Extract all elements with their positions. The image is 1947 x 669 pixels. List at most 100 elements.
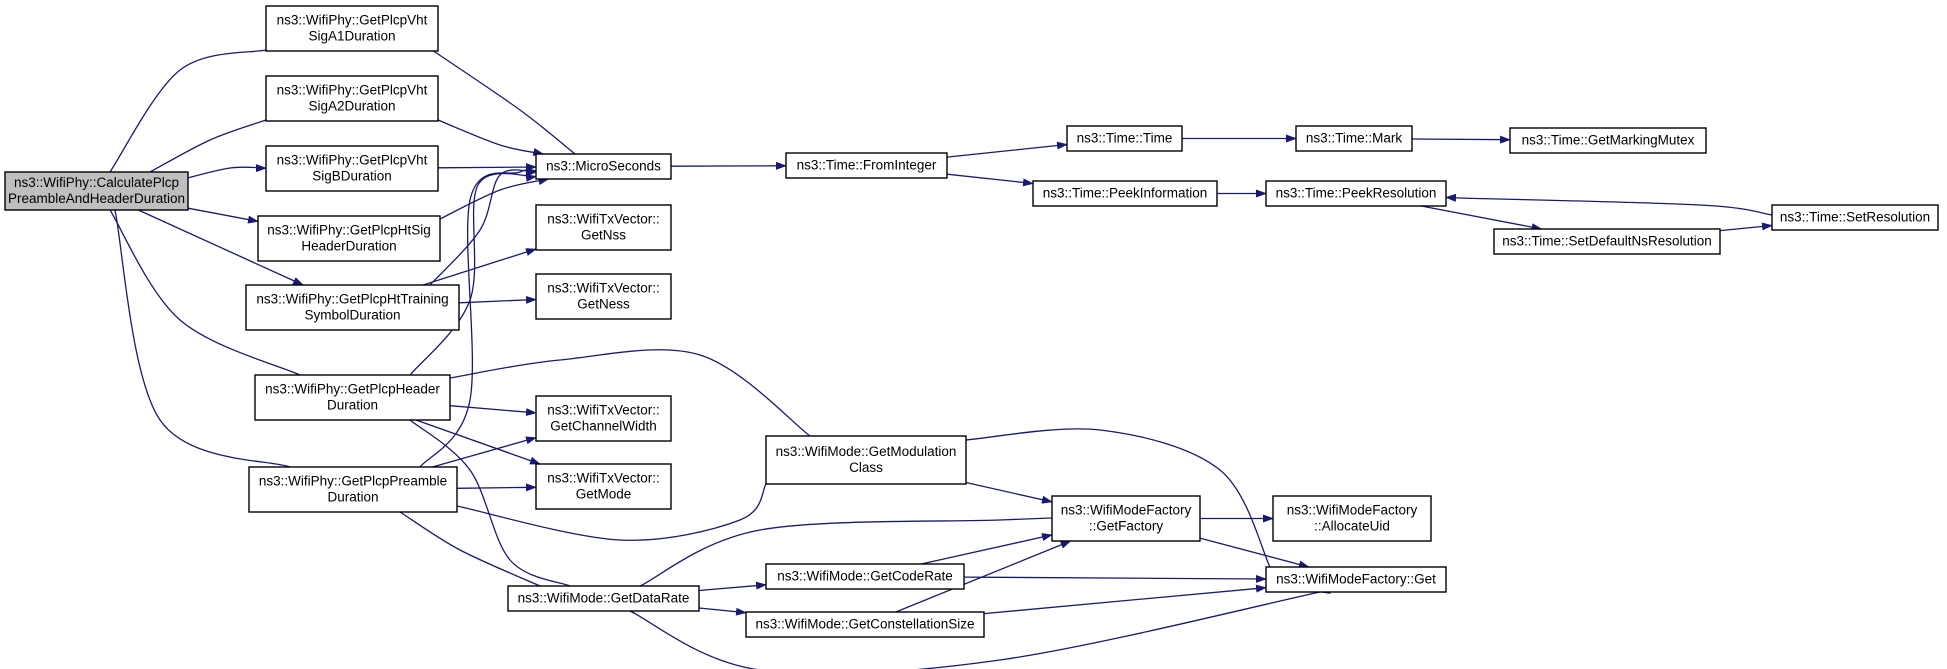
node-label-line: ns3::WifiPhy::CalculatePlcp <box>14 175 179 190</box>
edge-setdefns-to-setres <box>1719 222 1773 232</box>
edge-vhtb-to-micro <box>437 163 537 172</box>
node-box <box>1493 228 1721 255</box>
node-time[interactable]: ns3::Time::Time <box>1066 125 1183 152</box>
node-box <box>245 284 460 331</box>
node-box <box>785 152 948 179</box>
node-box <box>535 153 672 180</box>
node-box <box>1265 566 1447 593</box>
edge-httrain-to-nss <box>422 248 537 286</box>
node-label-line: ::AllocateUid <box>1314 519 1390 534</box>
node-label-line: ns3::WifiPhy::GetPlcpPreamble <box>259 474 447 489</box>
node-fromint[interactable]: ns3::Time::FromInteger <box>785 152 948 179</box>
node-box <box>1509 127 1707 154</box>
node-label-line: SigA1Duration <box>308 29 395 44</box>
node-box <box>765 435 967 485</box>
node-label-line: ns3::WifiTxVector:: <box>547 471 660 486</box>
edge-datarate-to-coderate <box>698 581 767 592</box>
node-box <box>1066 125 1183 152</box>
edge-getfactory-to-factoryget <box>1199 537 1310 569</box>
node-alloc[interactable]: ns3::WifiModeFactory::AllocateUid <box>1272 495 1432 542</box>
node-box <box>507 585 700 612</box>
edge-fromint-to-time <box>946 141 1068 158</box>
node-box <box>765 563 965 590</box>
node-label-line: GetChannelWidth <box>550 419 657 434</box>
node-box <box>535 395 672 442</box>
node-label-line: SigBDuration <box>312 169 392 184</box>
node-label-line: ns3::Time::FromInteger <box>797 158 937 173</box>
node-box <box>265 145 439 192</box>
node-mode[interactable]: ns3::WifiTxVector::GetMode <box>535 463 672 510</box>
node-label-line: ns3::Time::PeekInformation <box>1043 186 1208 201</box>
node-label-line: ns3::WifiMode::GetModulation <box>776 444 957 459</box>
node-micro[interactable]: ns3::MicroSeconds <box>535 153 672 180</box>
node-label-line: ns3::WifiPhy::GetPlcpHtTraining <box>256 292 448 307</box>
node-label-line: ns3::Time::SetDefaultNsResolution <box>1502 234 1712 249</box>
node-httrain[interactable]: ns3::WifiPhy::GetPlcpHtTrainingSymbolDur… <box>245 284 460 331</box>
nodes-layer: ns3::WifiPhy::CalculatePlcpPreambleAndHe… <box>4 5 1939 638</box>
node-peekinfo[interactable]: ns3::Time::PeekInformation <box>1032 180 1218 207</box>
node-label-line: SigA2Duration <box>308 99 395 114</box>
edge-peekres-to-setdefns <box>1421 205 1543 232</box>
node-box <box>535 273 672 320</box>
node-label-line: ns3::WifiModeFactory <box>1061 503 1192 518</box>
node-box <box>535 463 672 510</box>
edge-vhta1-to-micro <box>424 44 586 164</box>
node-ness[interactable]: ns3::WifiTxVector::GetNess <box>535 273 672 320</box>
node-label-line: Duration <box>327 398 378 413</box>
node-label-line: GetNss <box>581 228 626 243</box>
node-constsize[interactable]: ns3::WifiMode::GetConstellationSize <box>745 611 985 638</box>
node-nss[interactable]: ns3::WifiTxVector::GetNss <box>535 204 672 251</box>
node-box <box>265 75 439 122</box>
node-mark[interactable]: ns3::Time::Mark <box>1295 125 1413 152</box>
edge-hdr-to-micro <box>404 172 537 382</box>
node-datarate[interactable]: ns3::WifiMode::GetDataRate <box>507 585 700 612</box>
node-box <box>535 204 672 251</box>
node-getfactory[interactable]: ns3::WifiModeFactory::GetFactory <box>1051 495 1201 542</box>
node-chw[interactable]: ns3::WifiTxVector::GetChannelWidth <box>535 395 672 442</box>
edge-coderate-to-getfactory <box>921 533 1053 565</box>
node-label-line: ns3::WifiPhy::GetPlcpHeader <box>265 382 440 397</box>
node-coderate[interactable]: ns3::WifiMode::GetCodeRate <box>765 563 965 590</box>
node-box <box>254 374 451 421</box>
edge-calc-to-httrain <box>138 209 305 286</box>
node-label-line: ns3::WifiMode::GetDataRate <box>518 591 690 606</box>
node-setres[interactable]: ns3::Time::SetResolution <box>1771 204 1939 231</box>
node-label-line: PreambleAndHeaderDuration <box>8 191 185 206</box>
node-label-line: ns3::WifiMode::GetCodeRate <box>777 569 953 584</box>
edge-calc-to-htsig <box>187 207 259 224</box>
edge-pre-to-chw <box>432 436 537 468</box>
node-markmutex[interactable]: ns3::Time::GetMarkingMutex <box>1509 127 1707 154</box>
node-label-line: ns3::Time::SetResolution <box>1780 210 1930 225</box>
edge-vhta2-to-micro <box>432 117 545 156</box>
node-box <box>745 611 985 638</box>
node-box <box>265 5 439 52</box>
node-setdefns[interactable]: ns3::Time::SetDefaultNsResolution <box>1493 228 1721 255</box>
node-label-line: ns3::WifiPhy::GetPlcpVht <box>277 83 428 98</box>
node-label-line: ns3::WifiPhy::GetPlcpVht <box>277 153 428 168</box>
node-label-line: ns3::WifiTxVector:: <box>547 212 660 227</box>
edge-constsize-to-factoryget <box>983 584 1267 615</box>
node-box <box>257 215 441 262</box>
node-calc[interactable]: ns3::WifiPhy::CalculatePlcpPreambleAndHe… <box>4 171 189 211</box>
node-label-line: ns3::WifiPhy::GetPlcpHtSig <box>267 223 431 238</box>
node-box <box>4 171 189 211</box>
node-label-line: ns3::WifiTxVector:: <box>547 281 660 296</box>
node-peekres[interactable]: ns3::Time::PeekResolution <box>1265 180 1447 207</box>
node-label-line: ns3::WifiModeFactory::Get <box>1276 572 1436 587</box>
edge-hdr-to-mode <box>415 419 541 465</box>
node-factoryget[interactable]: ns3::WifiModeFactory::Get <box>1265 566 1447 593</box>
node-label-line: GetNess <box>577 297 630 312</box>
node-label-line: Duration <box>327 490 378 505</box>
node-box <box>1272 495 1432 542</box>
edge-calc-to-vhta1 <box>104 43 277 181</box>
node-label-line: ns3::Time::PeekResolution <box>1276 186 1437 201</box>
node-label-line: ns3::WifiMode::GetConstellationSize <box>755 617 974 632</box>
node-box <box>1032 180 1218 207</box>
